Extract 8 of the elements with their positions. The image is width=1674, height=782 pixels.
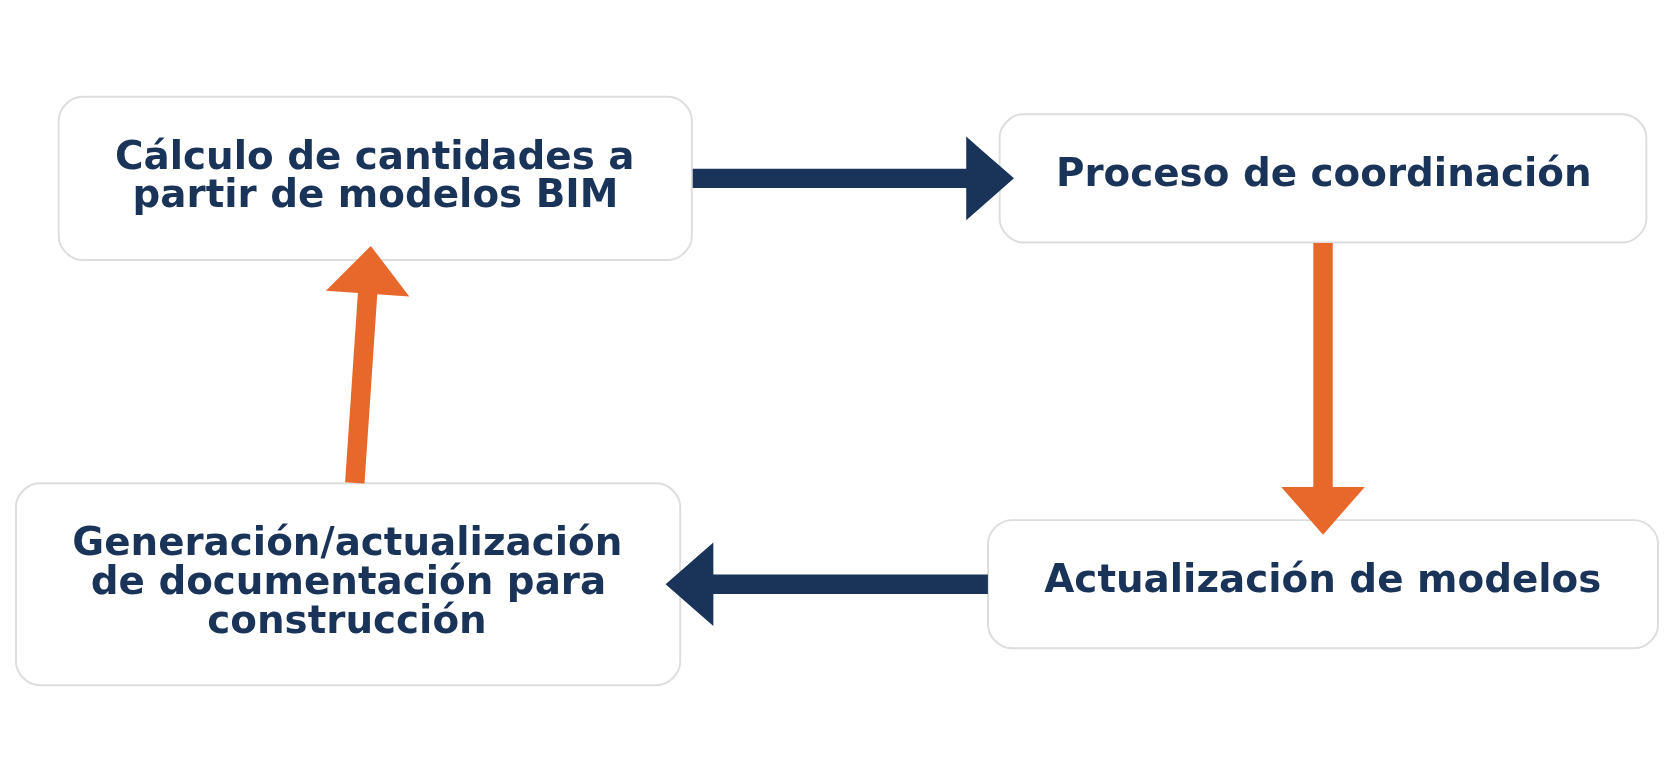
node-box: Generación/actualización de documentación para construcción: [15, 482, 682, 687]
arrow: [1281, 243, 1365, 535]
node-box: Proceso de coordinación: [998, 113, 1648, 244]
arrow: [692, 136, 1014, 221]
arrow: [325, 245, 410, 484]
arrow: [665, 542, 988, 627]
node-box: Cálculo de cantidades a partir de modelos BIM: [57, 95, 693, 261]
node-box: Actualización de modelos: [987, 519, 1659, 650]
